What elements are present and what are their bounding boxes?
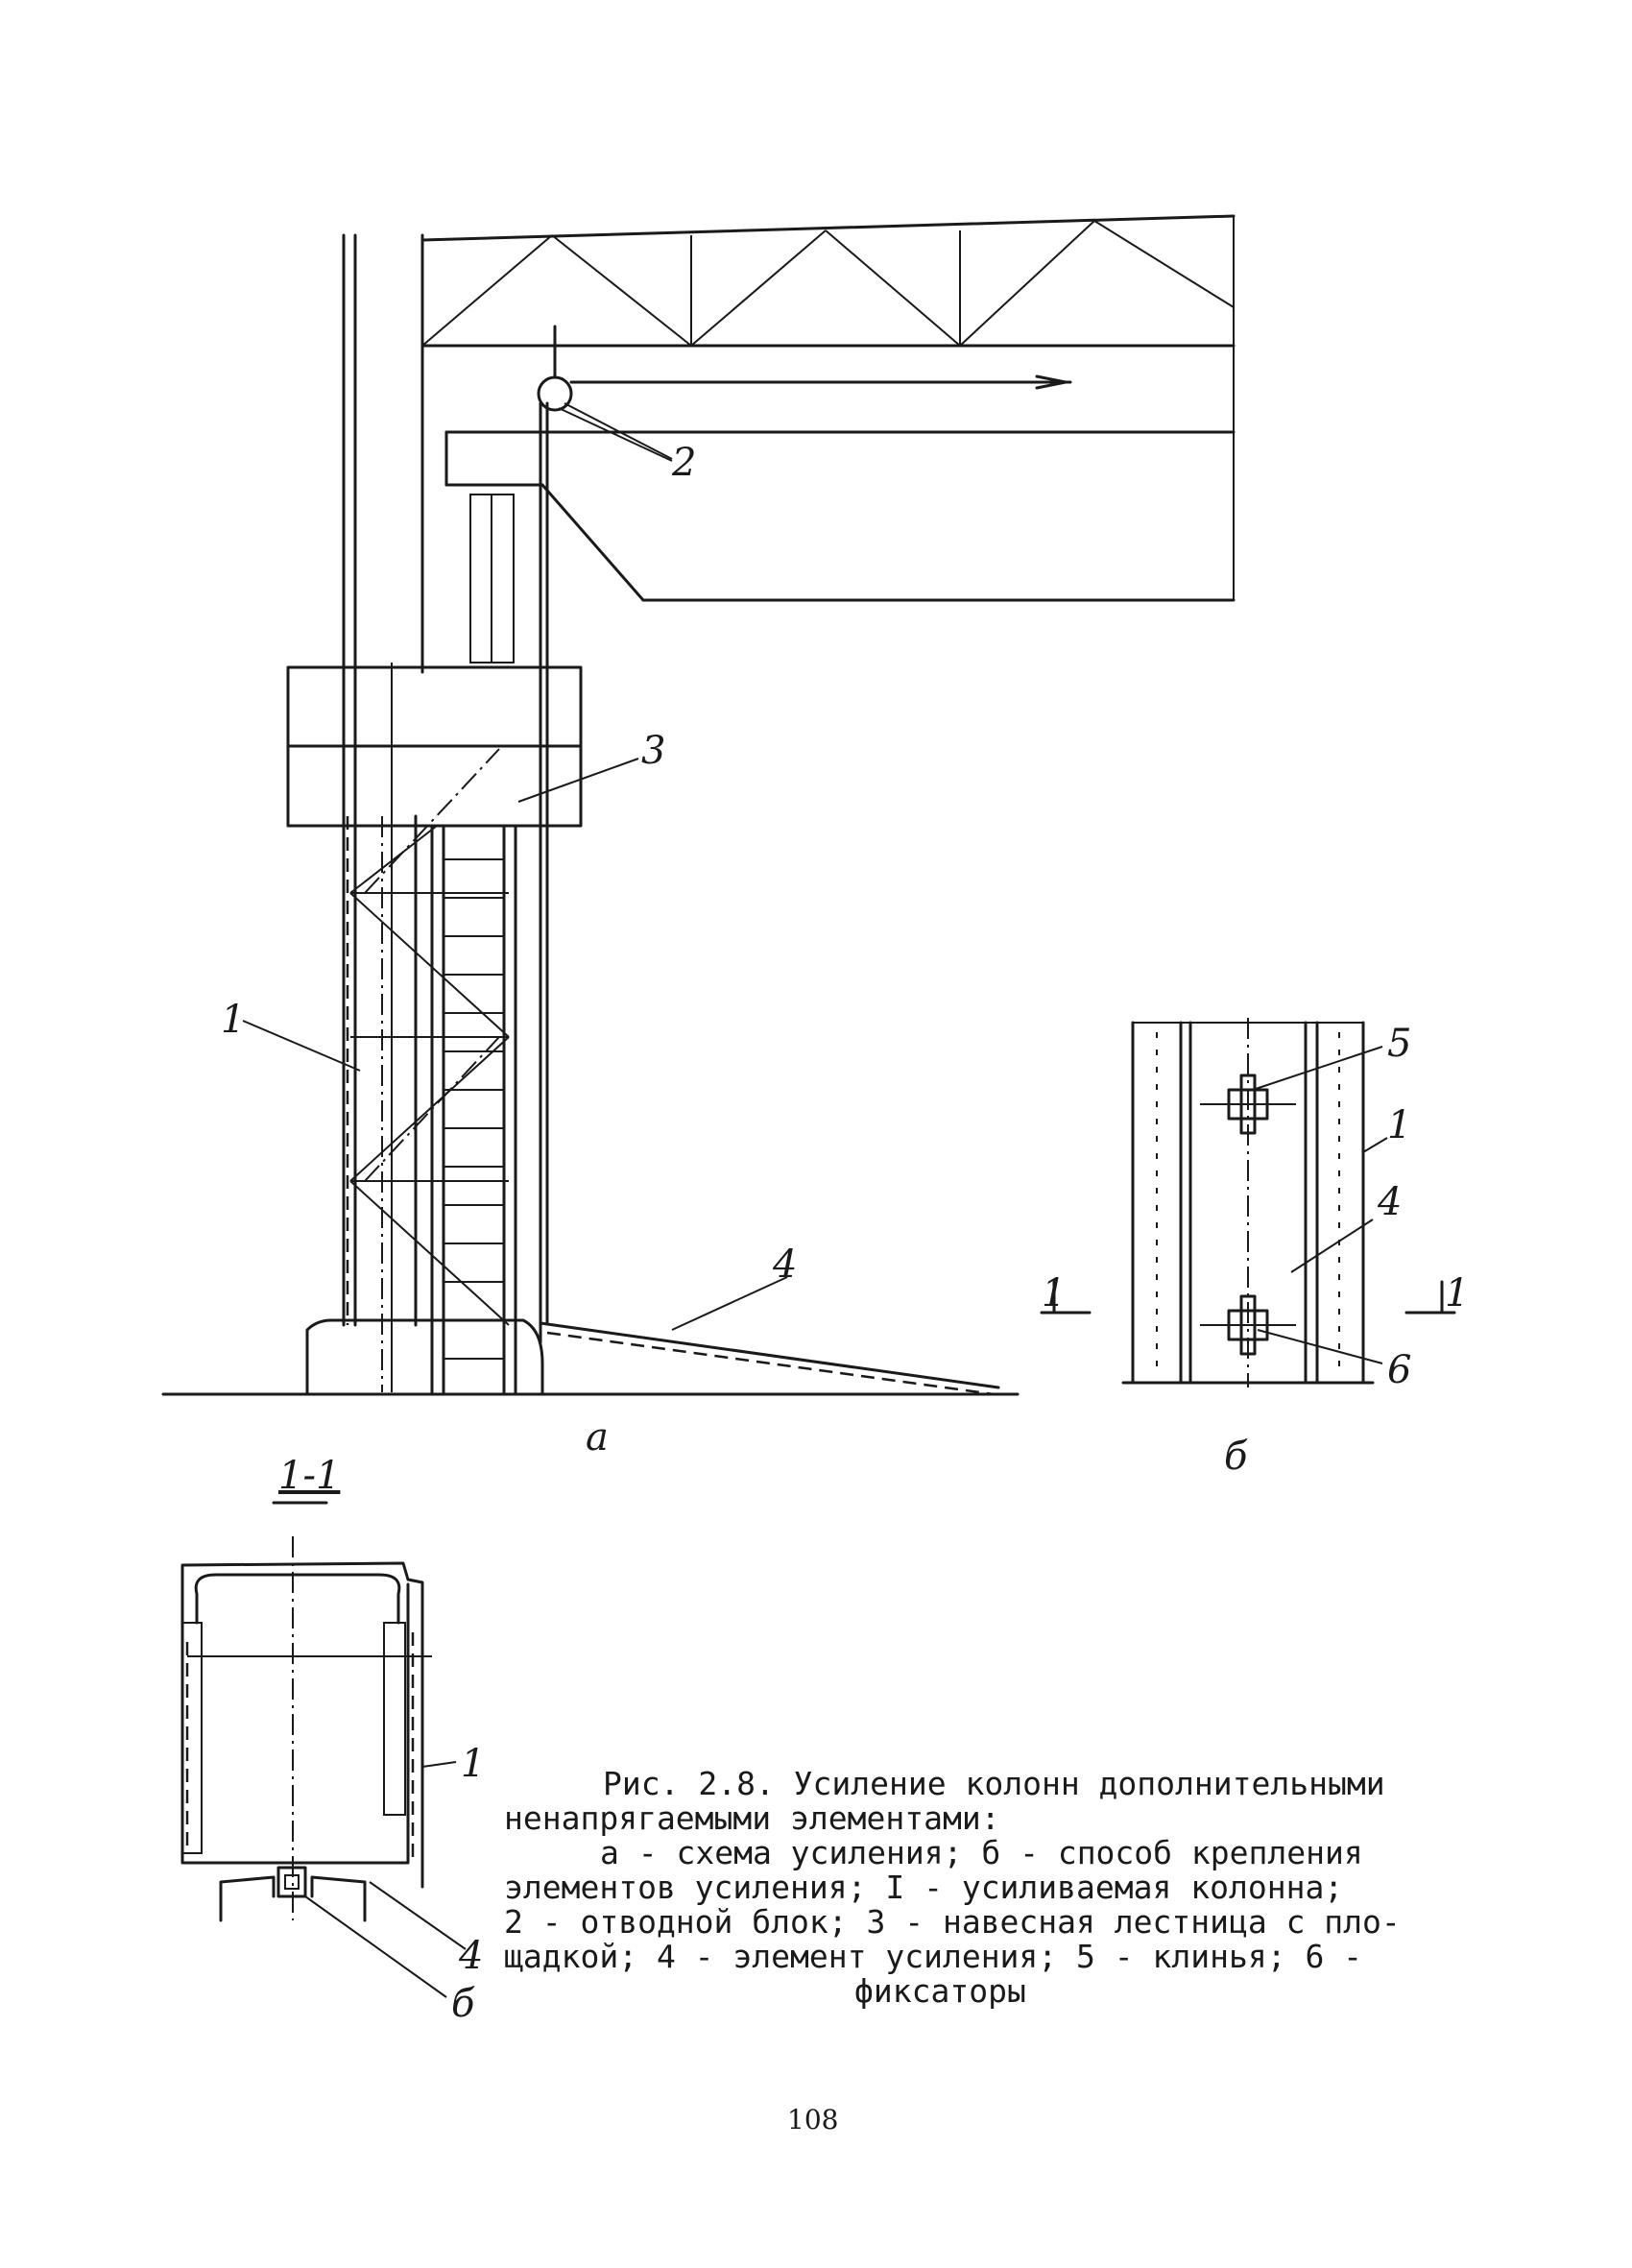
label-b1: 1	[1387, 1103, 1411, 1147]
column-footing	[305, 1318, 544, 1396]
hanging-ladder	[349, 748, 517, 1396]
label-5: 5	[1387, 1022, 1411, 1066]
leader-s1	[421, 1761, 457, 1768]
section-element	[219, 1866, 367, 1922]
wedge-clamp	[1200, 1074, 1296, 1135]
pulley-block	[537, 325, 1072, 1325]
leader-b4	[1290, 1218, 1374, 1273]
leader-1	[242, 1020, 361, 1072]
cut-mark-right: 1	[1445, 1271, 1469, 1315]
fixator-clamp	[1200, 1294, 1296, 1356]
leader-b1	[1362, 1137, 1388, 1153]
view-a-label: а	[586, 1415, 609, 1460]
column	[342, 233, 424, 1392]
label-b4: 4	[1377, 1180, 1402, 1224]
label-sb: б	[451, 1982, 475, 2026]
roof-truss	[420, 214, 1236, 600]
caption-line-5: 2 - отводной блок; 3 - навесная лестница…	[504, 1903, 1401, 1941]
strengthening-element	[539, 1276, 1000, 1396]
label-4: 4	[772, 1243, 797, 1287]
upper-column-piece	[469, 494, 515, 664]
platform	[286, 665, 639, 828]
cut-mark-left: 1	[1042, 1271, 1066, 1315]
label-1: 1	[221, 998, 245, 1042]
leader-2	[564, 402, 673, 460]
leader-s4	[369, 1881, 467, 1950]
caption-line-2: ненапрягаемыми элементами:	[504, 1799, 1000, 1837]
caption-line-4: элементов усиления; I - усиливаемая коло…	[504, 1869, 1344, 1906]
section-outline	[180, 1561, 424, 1889]
caption-line-3: а - схема усиления; б - способ крепления	[600, 1834, 1363, 1871]
label-2: 2	[671, 441, 696, 485]
page-number: 108	[787, 2104, 839, 2135]
leader-sb	[304, 1895, 447, 1998]
caption-line-6: щадкой; 4 - элемент усиления; 5 - клинья…	[504, 1938, 1363, 1975]
caption-line-7: фиксаторы	[854, 1972, 1026, 2010]
label-3: 3	[641, 729, 665, 773]
fastening-view-b: 5 1 4 6 1 1 б	[1040, 1018, 1469, 1479]
elevation-view-a: 1 2 3 4 а	[161, 214, 1236, 1460]
section-mark: 1-1	[278, 1454, 340, 1498]
label-s4: 4	[458, 1934, 483, 1978]
caption-line-1: Рис. 2.8. Усиление колонн дополнительным…	[603, 1765, 1385, 1802]
section-1-1: 1-1 1 4 б	[180, 1454, 485, 2026]
leader-6	[1257, 1329, 1383, 1364]
label-6: 6	[1387, 1348, 1411, 1392]
crane-beam	[444, 430, 1236, 602]
label-s1: 1	[461, 1742, 485, 1786]
view-b-label: б	[1224, 1435, 1248, 1479]
leader-5	[1252, 1046, 1383, 1091]
